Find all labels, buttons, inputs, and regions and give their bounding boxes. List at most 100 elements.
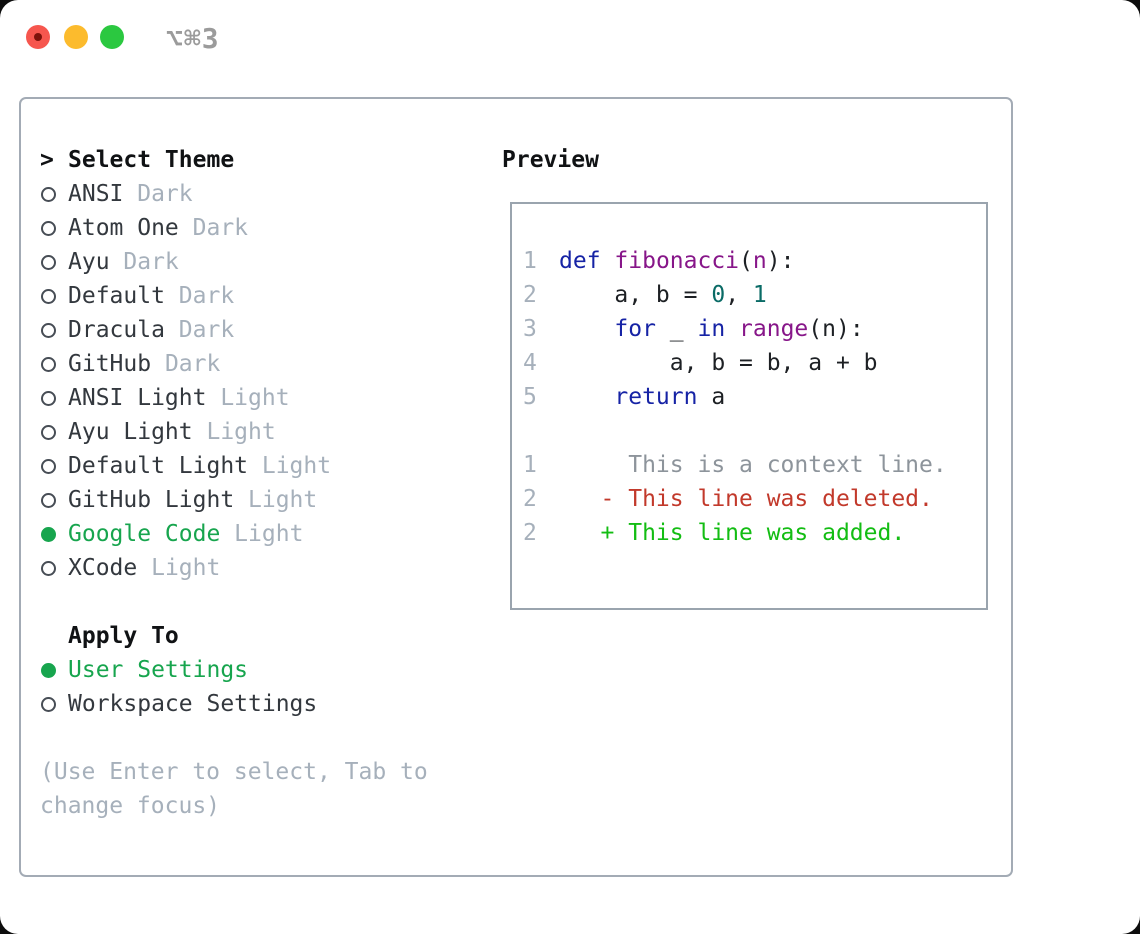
code-token: n bbox=[752, 248, 767, 274]
code-token: ( bbox=[739, 248, 753, 274]
theme-option[interactable]: ANSI Light Light bbox=[40, 381, 331, 415]
code-line: 3 for _ in range(n): bbox=[523, 312, 986, 346]
radio-icon bbox=[41, 493, 56, 508]
theme-option[interactable]: ANSI Dark bbox=[40, 177, 331, 211]
radio-icon bbox=[41, 323, 56, 338]
code-line: 2 + This line was added. bbox=[523, 516, 986, 550]
radio-icon bbox=[41, 697, 56, 712]
radio-cell bbox=[40, 245, 68, 279]
radio-icon bbox=[41, 561, 56, 576]
code-token: a, b = bbox=[559, 282, 712, 308]
code-token: range bbox=[739, 316, 809, 342]
theme-option[interactable]: Google Code Light bbox=[40, 517, 331, 551]
theme-name: ANSI Light bbox=[68, 385, 207, 411]
theme-variant: Light bbox=[206, 385, 290, 411]
code-token bbox=[725, 316, 739, 342]
code-token: : bbox=[780, 248, 795, 274]
apply-option[interactable]: Workspace Settings bbox=[40, 687, 317, 721]
radio-icon bbox=[41, 425, 56, 440]
close-dot-icon bbox=[34, 33, 42, 41]
close-button[interactable] bbox=[26, 25, 50, 49]
radio-icon bbox=[41, 221, 56, 236]
code-token: 1 bbox=[752, 282, 767, 308]
code-line bbox=[523, 414, 986, 448]
code-text: + This line was added. bbox=[559, 516, 906, 550]
maximize-button[interactable] bbox=[100, 25, 124, 49]
theme-name: ANSI bbox=[68, 181, 124, 207]
code-token: return bbox=[614, 384, 698, 410]
theme-name: Default bbox=[68, 283, 165, 309]
line-number: 5 bbox=[523, 384, 537, 410]
line-number: 1 bbox=[523, 452, 537, 478]
code-token: - This line was deleted. bbox=[559, 486, 933, 512]
code-token: fibonacci bbox=[614, 248, 740, 274]
code-token: ) bbox=[766, 248, 781, 274]
theme-option[interactable]: Dracula Dark bbox=[40, 313, 331, 347]
code-line: 4 a, b = b, a + b bbox=[523, 346, 986, 380]
radio-cell bbox=[40, 415, 68, 449]
code-line: 1 This is a context line. bbox=[523, 448, 986, 482]
apply-to-header-row: Apply To bbox=[40, 619, 317, 653]
radio-cell bbox=[40, 483, 68, 517]
code-text: for _ in range(n): bbox=[559, 312, 864, 346]
code-text: a, b = b, a + b bbox=[559, 346, 878, 380]
radio-cell bbox=[40, 177, 68, 211]
code-line: 5 return a bbox=[523, 380, 986, 414]
radio-cell bbox=[40, 211, 68, 245]
radio-icon bbox=[41, 187, 56, 202]
code-token: for bbox=[614, 316, 656, 342]
theme-variant: Dark bbox=[164, 283, 235, 309]
theme-name: Ayu Light bbox=[68, 419, 193, 445]
code-line: 2 a, b = 0, 1 bbox=[523, 278, 986, 312]
theme-option[interactable]: Default Dark bbox=[40, 279, 331, 313]
code-line: 1 def fibonacci(n): bbox=[523, 244, 986, 278]
code-token: def bbox=[559, 248, 601, 274]
code-token: (n): bbox=[808, 316, 864, 342]
theme-name: Ayu bbox=[68, 249, 110, 275]
radio-selected-icon bbox=[41, 663, 56, 678]
theme-option[interactable]: XCode Light bbox=[40, 551, 331, 585]
line-number bbox=[523, 414, 559, 448]
radio-cell bbox=[40, 551, 68, 585]
line-number: 2 bbox=[523, 282, 537, 308]
theme-name: Google Code bbox=[68, 521, 221, 547]
minimize-button[interactable] bbox=[64, 25, 88, 49]
theme-name: GitHub Light bbox=[68, 487, 235, 513]
theme-variant: Light bbox=[248, 453, 332, 479]
theme-option[interactable]: Ayu Light Light bbox=[40, 415, 331, 449]
radio-cell bbox=[40, 687, 68, 721]
apply-option-label: User Settings bbox=[68, 657, 249, 683]
line-number: 1 bbox=[523, 248, 537, 274]
apply-option-label: Workspace Settings bbox=[68, 691, 318, 717]
theme-name: XCode bbox=[68, 555, 138, 581]
radio-cell bbox=[40, 653, 68, 687]
radio-icon bbox=[41, 255, 56, 270]
radio-icon bbox=[41, 289, 56, 304]
theme-option[interactable]: GitHub Light Light bbox=[40, 483, 331, 517]
apply-to-header-spacer bbox=[40, 619, 68, 653]
radio-icon bbox=[41, 391, 56, 406]
hint-text: (Use Enter to select, Tab to change focu… bbox=[40, 759, 428, 819]
theme-option[interactable]: GitHub Dark bbox=[40, 347, 331, 381]
theme-variant: Light bbox=[192, 419, 276, 445]
code-text: a, b = 0, 1 bbox=[559, 278, 767, 312]
theme-option[interactable]: Default Light Light bbox=[40, 449, 331, 483]
theme-option[interactable]: Ayu Dark bbox=[40, 245, 331, 279]
radio-cell bbox=[40, 449, 68, 483]
radio-cell bbox=[40, 517, 68, 551]
apply-to-title: Apply To bbox=[68, 623, 179, 649]
radio-icon bbox=[41, 357, 56, 372]
apply-option[interactable]: User Settings bbox=[40, 653, 317, 687]
theme-variant: Dark bbox=[123, 181, 193, 207]
theme-variant: Light bbox=[220, 521, 304, 547]
code-token: a, b = b, a + b bbox=[559, 350, 878, 376]
theme-variant: Dark bbox=[178, 215, 249, 241]
prompt-icon: > bbox=[40, 147, 54, 173]
code-token: This is a context line. bbox=[559, 452, 947, 478]
theme-name: Default Light bbox=[68, 453, 249, 479]
theme-name: Atom One bbox=[68, 215, 179, 241]
theme-option[interactable]: Atom One Dark bbox=[40, 211, 331, 245]
code-token: in bbox=[697, 316, 726, 342]
code-token bbox=[601, 248, 615, 274]
